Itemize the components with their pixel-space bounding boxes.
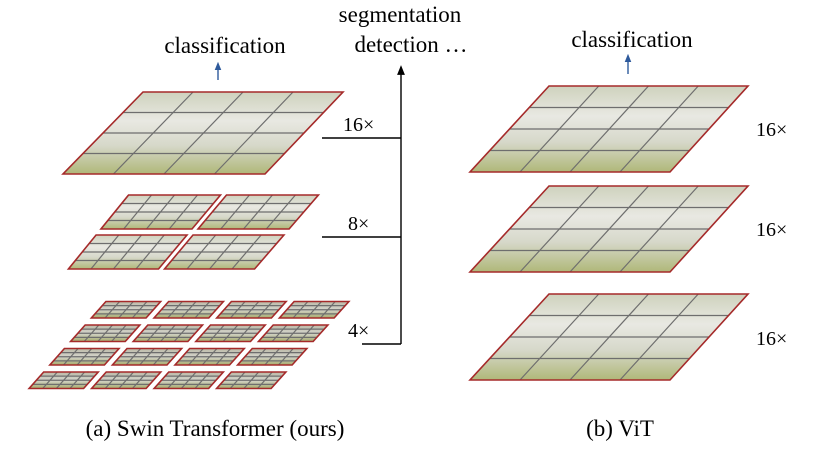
swin-4x-window [68, 324, 142, 343]
swin-4x-window [277, 300, 351, 319]
vit-bottom-map [468, 293, 750, 381]
scale-label-8x: 8× [348, 213, 369, 235]
swin-8x-window-border [162, 234, 286, 270]
scale-label-16x: 16× [343, 114, 374, 136]
vit-middle-map [468, 185, 750, 273]
scale-label-4x: 4× [348, 320, 369, 342]
swin-4x-window [27, 371, 100, 390]
swin-4x-window-border [277, 300, 351, 319]
swin-4x-window-border [214, 371, 288, 390]
vit-middle-map-border [468, 185, 750, 273]
swin-4x-window-border [48, 347, 121, 366]
segmentation-label: segmentation [339, 2, 462, 27]
swin-4x-window-border [110, 347, 184, 366]
swin-16x-map [61, 91, 345, 175]
swin-8x-window-border [99, 194, 223, 230]
swin-4x-window [214, 371, 288, 390]
swin-4x-window [173, 347, 247, 366]
vit-scale-label-top: 16× [756, 119, 787, 141]
vit-bottom-map-border [468, 293, 750, 381]
swin-4x-window [152, 300, 226, 319]
swin-4x-window [89, 300, 163, 319]
swin-feature-map-16x [61, 91, 345, 175]
swin-feature-map-4x [27, 300, 351, 390]
swin-4x-window-border [131, 324, 205, 343]
swin-4x-window [131, 324, 205, 343]
vit-scale-label-bottom: 16× [756, 328, 787, 350]
swin-8x-window-border [196, 194, 321, 230]
swin-8x-window-border [66, 234, 189, 270]
swin-4x-window [152, 371, 226, 390]
swin-8x-window [162, 234, 286, 270]
swin-4x-window-border [256, 324, 330, 343]
vit-classification-label: classification [571, 27, 693, 52]
swin-feature-map-8x [66, 194, 321, 270]
swin-4x-window [110, 347, 184, 366]
swin-caption: (a) Swin Transformer (ours) [86, 416, 345, 441]
swin-8x-window [66, 234, 189, 270]
vit-scale-label-middle: 16× [756, 219, 787, 241]
swin-4x-window-border [89, 300, 163, 319]
vit-feature-map-middle [468, 185, 750, 273]
swin-4x-window-border [235, 347, 309, 366]
swin-4x-window [89, 371, 163, 390]
swin-4x-window-border [27, 371, 100, 390]
swin-4x-window-border [68, 324, 142, 343]
swin-8x-window [196, 194, 321, 230]
swin-4x-window-border [89, 371, 163, 390]
swin-panel: classification segmentation detection … … [27, 2, 468, 441]
swin-4x-window-border [194, 324, 267, 343]
vit-top-map [468, 85, 750, 173]
swin-4x-window-border [152, 300, 226, 319]
swin-4x-window-border [152, 371, 226, 390]
swin-4x-window [256, 324, 330, 343]
swin-16x-map-border [61, 91, 345, 175]
swin-4x-window [235, 347, 309, 366]
detection-label: detection … [354, 32, 467, 57]
vit-feature-map-bottom [468, 293, 750, 381]
swin-4x-window [48, 347, 121, 366]
vit-caption: (b) ViT [586, 416, 654, 441]
swin-4x-window [214, 300, 288, 319]
swin-4x-window [194, 324, 267, 343]
swin-4x-window-border [173, 347, 247, 366]
vit-top-map-border [468, 85, 750, 173]
vit-feature-map-top [468, 85, 750, 173]
multiscale-connectors [322, 65, 405, 345]
swin-classification-label: classification [164, 33, 286, 58]
swin-4x-window-border [214, 300, 288, 319]
vit-panel: classification 16× 16× 16× (b) ViT [468, 27, 787, 441]
swin-8x-window [99, 194, 223, 230]
